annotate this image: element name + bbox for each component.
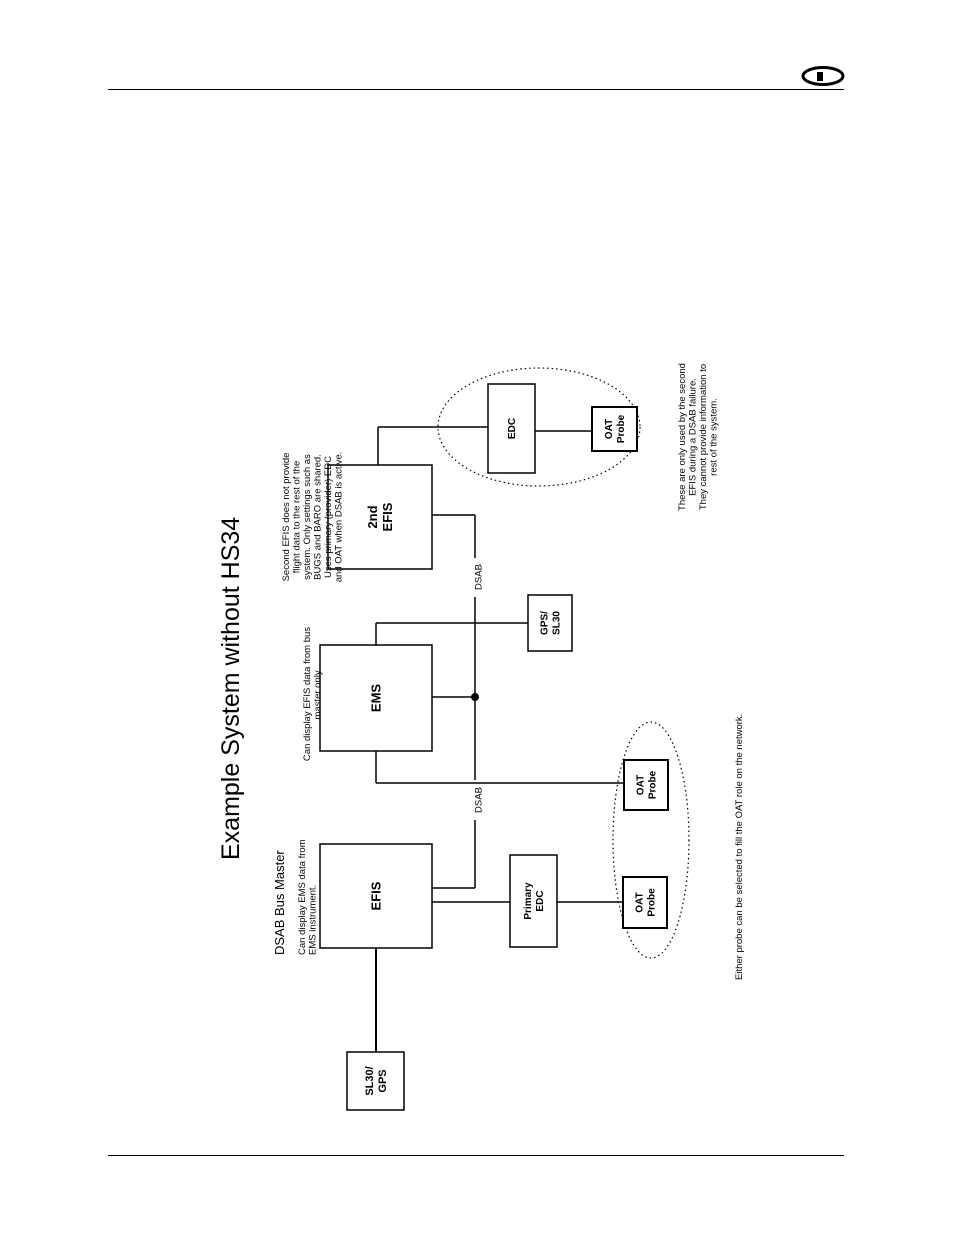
primary-edc-box: PrimaryEDC — [509, 854, 558, 948]
oat-probe-box-2: OATProbe — [623, 759, 669, 811]
text-line: SL30/ — [364, 1066, 376, 1095]
logo-icon — [801, 66, 845, 86]
second-efis-label: 2ndEFIS — [365, 502, 395, 531]
text-line: OAT — [636, 775, 647, 795]
edc-box: EDC — [487, 383, 536, 474]
text-line: master only. — [313, 668, 324, 719]
efis-label: EFIS — [369, 881, 384, 910]
text-line: Primary — [523, 882, 534, 920]
text-line: Second EFIS does not provide — [281, 453, 292, 582]
text-line: These are only used by the second — [677, 363, 688, 511]
backup-note: These are only used by the secondEFIS du… — [677, 363, 720, 511]
bus-master-heading: DSAB Bus Master — [272, 850, 287, 955]
primary-edc-label: PrimaryEDC — [523, 882, 546, 920]
text-line: EFIS — [380, 502, 395, 531]
text-line: EDC — [535, 890, 546, 911]
text-line: Either probe can be selected to fill the… — [734, 714, 745, 980]
text-line: SL30 — [551, 611, 562, 635]
ems-box: EMS — [319, 644, 433, 752]
bus-master-note: Can display EMS data fromEMS instrument. — [297, 839, 319, 955]
text-line: Uses primary (provider) EDC — [323, 456, 334, 578]
footer-rule — [108, 1155, 844, 1156]
oat-probe-box-3: OATProbe — [591, 406, 638, 452]
efis-box: EFIS — [319, 843, 433, 949]
text-line: system. Only settings such as — [302, 454, 313, 580]
text-line: Probe — [616, 414, 627, 443]
sl30-gps-box: SL30/GPS — [346, 1051, 405, 1111]
gps-sl30-label: GPS/SL30 — [540, 611, 563, 635]
text-line: flight data to the rest of the — [292, 461, 303, 574]
oat-group-ellipse — [612, 721, 690, 959]
text-line: OAT — [635, 892, 646, 912]
text-line: Probe — [647, 770, 658, 799]
text-line: OAT — [604, 419, 615, 439]
text-line: EMS — [369, 684, 384, 713]
text-line: They cannot provide information to — [698, 364, 709, 510]
dsab-label-1: DSAB — [474, 787, 485, 813]
edc-label: EDC — [507, 418, 518, 439]
text-line: Can display EMS data from — [297, 839, 308, 955]
header-rule — [108, 89, 844, 90]
text-line: rest of the system. — [709, 398, 720, 476]
text-line: EMS instrument. — [308, 885, 319, 955]
oat-probe-box-1: OATProbe — [622, 876, 668, 929]
text-line: and OAT when DSAB is active. — [334, 452, 345, 583]
text-line: 2nd — [365, 505, 380, 528]
ems-label: EMS — [369, 684, 384, 713]
text-line: EDC — [507, 418, 518, 439]
second-efis-box: 2ndEFIS — [327, 464, 433, 570]
connection-lines — [375, 426, 624, 1052]
bus-junction — [471, 693, 479, 701]
either-probe-note: Either probe can be selected to fill the… — [734, 714, 745, 980]
text-line: Probe — [646, 888, 657, 917]
second-efis-note: Second EFIS does not provideflight data … — [281, 452, 345, 583]
diagram-title: Example System without HS34 — [217, 517, 245, 860]
text-line: GPS/ — [540, 611, 551, 635]
sl30-gps-label: SL30/GPS — [364, 1066, 389, 1095]
text-line: EFIS during a DSAB failure. — [688, 378, 699, 496]
text-line: GPS — [377, 1069, 389, 1092]
gps-sl30-box: GPS/SL30 — [527, 594, 573, 652]
oat-probe-3-label: OATProbe — [604, 414, 627, 443]
dsab-label-2: DSAB — [474, 564, 485, 590]
oat-probe-2-label: OATProbe — [636, 770, 659, 799]
backup-group-ellipse — [437, 367, 641, 487]
text-line: BUGS and BARO are shared. — [313, 454, 324, 580]
text-line: EFIS — [369, 881, 384, 910]
ems-note: Can display EFIS data from busmaster onl… — [302, 627, 324, 761]
oat-probe-1-label: OATProbe — [635, 888, 658, 917]
text-line: Can display EFIS data from bus — [302, 627, 313, 761]
